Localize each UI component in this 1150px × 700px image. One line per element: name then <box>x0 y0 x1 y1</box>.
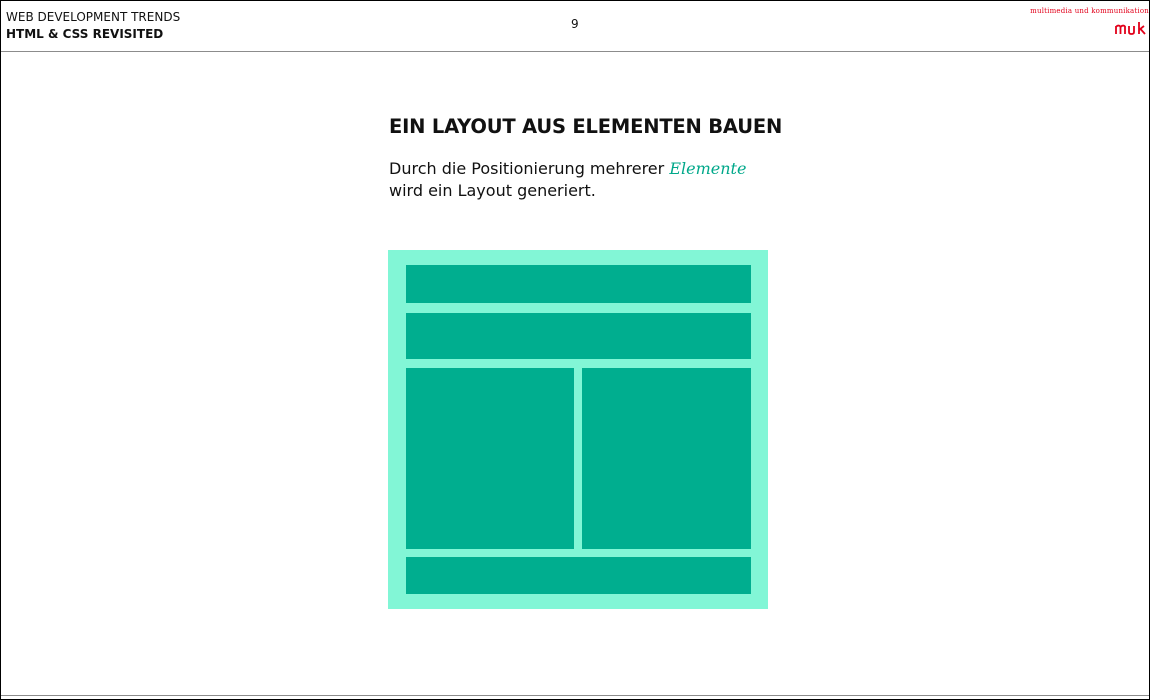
deck-title: WEB DEVELOPMENT TRENDS <box>6 10 181 24</box>
page-number: 9 <box>571 17 579 31</box>
layout-block-side-column <box>582 368 751 549</box>
body-text-part-2: wird ein Layout generiert. <box>389 181 596 200</box>
layout-block-main-column <box>406 368 574 549</box>
body-text-part-1: Durch die Positionierung mehrerer <box>389 159 670 178</box>
deck-subtitle: HTML & CSS REVISITED <box>6 27 164 41</box>
layout-block-header <box>406 265 751 303</box>
body-text-emphasis: Elemente <box>669 159 747 178</box>
layout-block-footer <box>406 557 751 594</box>
slide-body-text: Durch die Positionierung mehrerer Elemen… <box>389 158 809 202</box>
footer-divider <box>1 695 1149 696</box>
muk-logo-icon: muk <box>1115 22 1146 35</box>
brand-tagline: multimedia und kommunikation <box>1030 7 1149 15</box>
layout-block-navigation <box>406 313 751 359</box>
slide-heading: EIN LAYOUT AUS ELEMENTEN BAUEN <box>389 115 783 138</box>
brand: multimedia und kommunikation muk <box>1030 7 1149 35</box>
layout-diagram <box>388 250 768 609</box>
slide-header: WEB DEVELOPMENT TRENDS HTML & CSS REVISI… <box>1 1 1149 52</box>
